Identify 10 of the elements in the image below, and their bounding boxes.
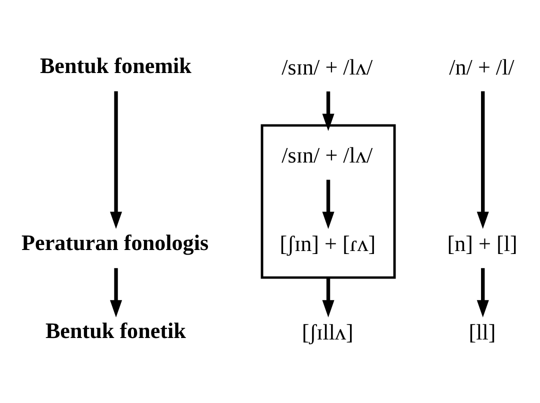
node-text: [ll] — [468, 319, 496, 344]
node-text: [ʃɪllʌ] — [302, 319, 354, 344]
node-text: /n/ + /l/ — [449, 54, 514, 80]
node-text: Bentuk fonetik — [45, 318, 186, 344]
node-text: Peraturan fonologis — [22, 230, 209, 255]
node-text: [n] + [l] — [447, 231, 518, 256]
node-text: Bentuk fonemik — [40, 53, 192, 78]
node-text: /sɪn/ + /lʌ/ — [282, 54, 373, 80]
node-text: [ʃɪn] + [ɾʌ] — [280, 231, 376, 256]
node-text: /sɪn/ + /lʌ/ — [282, 142, 373, 168]
